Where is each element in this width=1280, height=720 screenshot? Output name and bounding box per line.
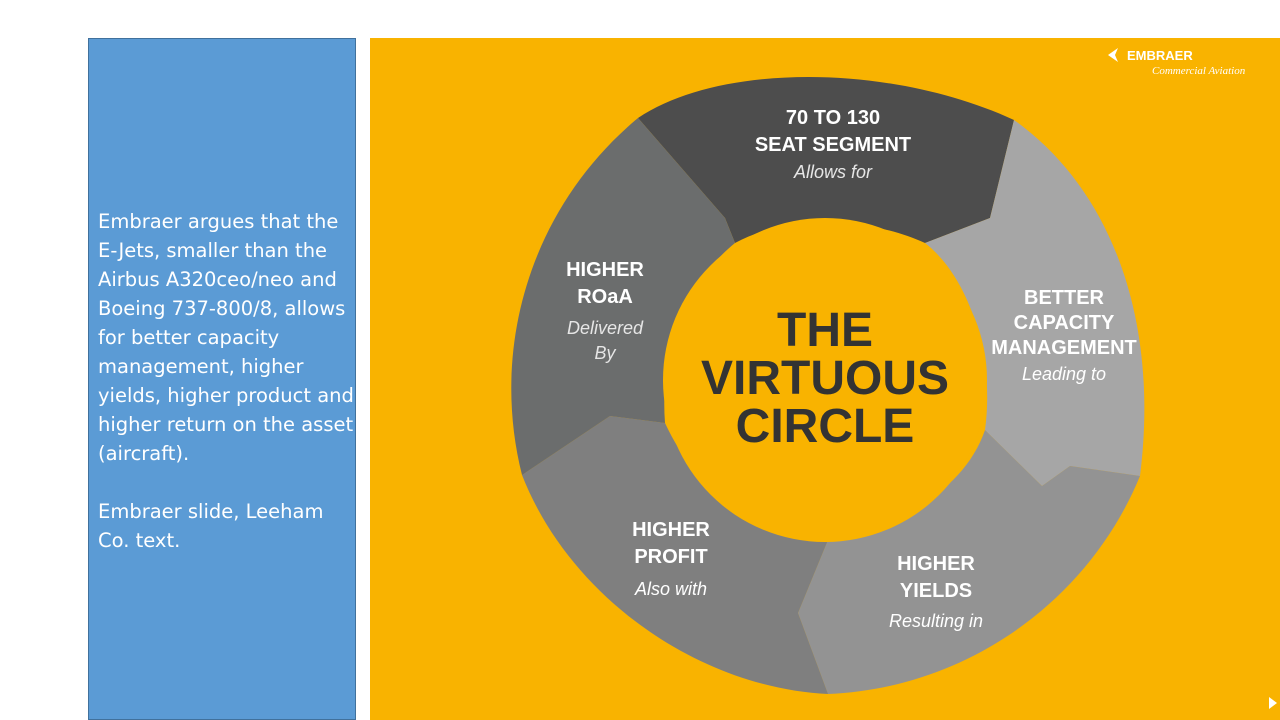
roaa-subtitle-1: Delivered xyxy=(567,318,644,338)
yields-title-1: HIGHER xyxy=(897,553,975,575)
roaa-title-2: ROaA xyxy=(577,286,633,308)
profit-title-1: HIGHER xyxy=(632,519,710,541)
capacity-title-1: BETTER xyxy=(1024,287,1105,309)
logo-subtitle: Commercial Aviation xyxy=(1152,65,1246,77)
play-arrow-icon[interactable] xyxy=(1269,697,1277,709)
center-title-line-3: CIRCLE xyxy=(736,400,915,453)
yields-subtitle: Resulting in xyxy=(889,611,983,631)
profit-subtitle: Also with xyxy=(634,579,707,599)
yields-title-2: YIELDS xyxy=(900,580,972,602)
logo-brand: EMBRAER xyxy=(1127,48,1193,63)
segment-higher-roaa xyxy=(511,118,735,475)
embraer-arrow-icon xyxy=(1108,48,1118,62)
embraer-logo: EMBRAER Commercial Aviation xyxy=(1108,48,1246,77)
seat-segment-subtitle: Allows for xyxy=(793,162,873,182)
segment-capacity-management xyxy=(925,120,1145,486)
capacity-subtitle: Leading to xyxy=(1022,364,1106,384)
caption-paragraph-main: Embraer argues that the E-Jets, smaller … xyxy=(98,210,354,465)
caption-text: Embraer argues that the E-Jets, smaller … xyxy=(98,207,354,555)
center-disc xyxy=(663,218,987,542)
seat-segment-title-2: SEAT SEGMENT xyxy=(755,134,911,156)
center-title-line-1: THE xyxy=(777,304,873,357)
seat-segment-title-1: 70 TO 130 xyxy=(786,107,880,129)
caption-paragraph-credit: Embraer slide, Leeham Co. text. xyxy=(98,500,324,552)
virtuous-circle-diagram: THE VIRTUOUS CIRCLE 70 TO 130 SEAT SEGME… xyxy=(511,48,1277,709)
roaa-title-1: HIGHER xyxy=(566,259,644,281)
caption-panel: Embraer argues that the E-Jets, smaller … xyxy=(88,38,356,720)
capacity-title-3: MANAGEMENT xyxy=(991,337,1137,359)
segment-higher-profit xyxy=(522,416,828,694)
capacity-title-2: CAPACITY xyxy=(1014,312,1115,334)
slide-image: THE VIRTUOUS CIRCLE 70 TO 130 SEAT SEGME… xyxy=(370,38,1280,720)
segment-seat-segment xyxy=(638,76,1014,244)
center-title-line-2: VIRTUOUS xyxy=(701,352,949,405)
profit-title-2: PROFIT xyxy=(634,546,707,568)
segment-higher-yields xyxy=(798,430,1140,694)
roaa-subtitle-2: By xyxy=(594,343,616,363)
